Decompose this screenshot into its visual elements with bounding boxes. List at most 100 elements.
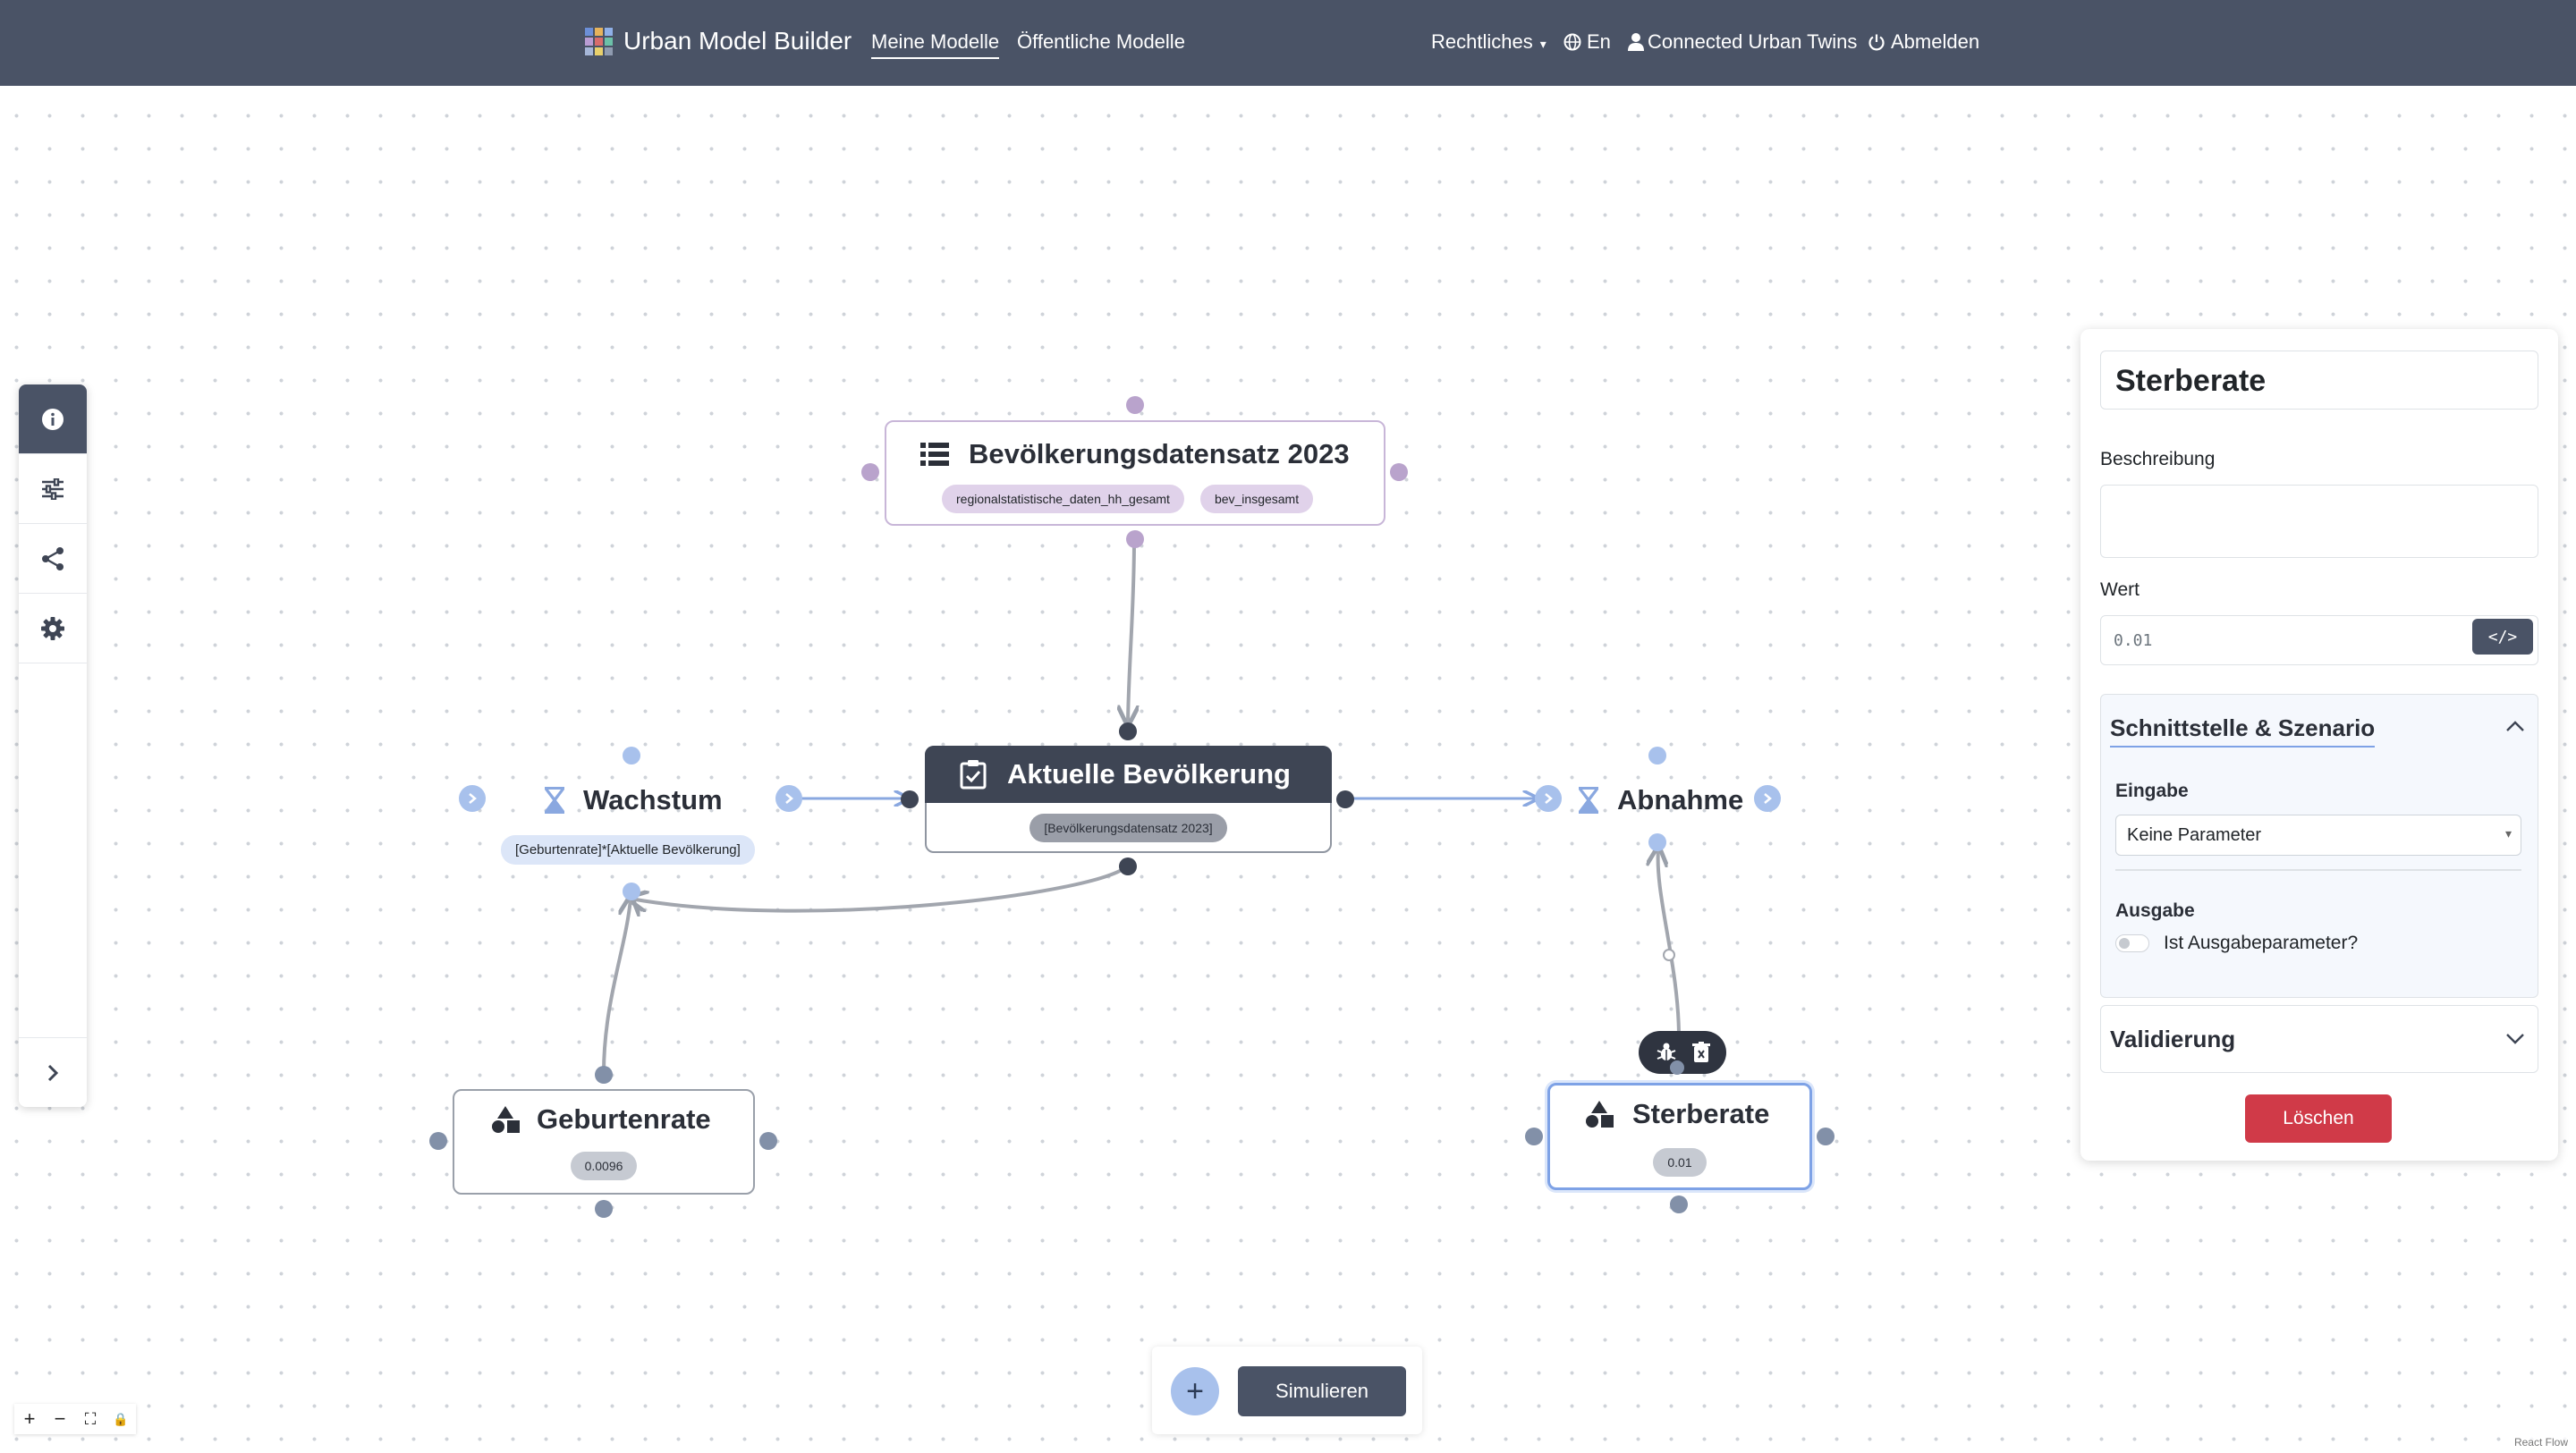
chevron-right-icon bbox=[47, 1064, 59, 1081]
node-name-input[interactable]: Sterberate bbox=[2100, 351, 2538, 410]
chevron-right-icon bbox=[1764, 793, 1772, 804]
caret-down-icon: ▾ bbox=[2504, 826, 2512, 841]
description-label: Beschreibung bbox=[2100, 449, 2216, 469]
outflow-source-handle[interactable] bbox=[1535, 785, 1562, 812]
simulate-button[interactable]: Simulieren bbox=[1238, 1366, 1406, 1416]
chevron-right-icon bbox=[785, 793, 793, 804]
language-label: En bbox=[1587, 30, 1611, 53]
zoom-in-button[interactable]: + bbox=[23, 1407, 36, 1430]
dataset-handle-bottom[interactable] bbox=[1126, 530, 1144, 548]
list-icon bbox=[920, 443, 949, 466]
nav-logout[interactable]: Abmelden bbox=[1868, 30, 1979, 54]
birthrate-handle-left[interactable] bbox=[429, 1132, 447, 1150]
deathrate-handle-left[interactable] bbox=[1525, 1128, 1543, 1145]
output-parameter-toggle[interactable] bbox=[2115, 934, 2149, 952]
nav-user[interactable]: Connected Urban Twins bbox=[1628, 30, 1857, 54]
output-label: Ausgabe bbox=[2115, 900, 2195, 921]
birthrate-node[interactable]: Geburtenrate 0.0096 bbox=[453, 1089, 755, 1195]
interface-accordion-header[interactable]: Schnittstelle & Szenario bbox=[2101, 695, 2538, 757]
info-icon bbox=[42, 408, 64, 430]
output-toggle-label: Ist Ausgabeparameter? bbox=[2164, 933, 2359, 953]
birthrate-handle-bottom[interactable] bbox=[595, 1200, 613, 1218]
flow-controls: + − ⛶ 🔒 bbox=[14, 1404, 136, 1434]
stock-handle-bottom[interactable] bbox=[1119, 857, 1137, 875]
nav-public-models[interactable]: Öffentliche Modelle bbox=[1017, 30, 1185, 53]
nav-language[interactable]: En bbox=[1563, 30, 1611, 54]
deathrate-handle-right[interactable] bbox=[1817, 1128, 1835, 1145]
birthrate-handle-right[interactable] bbox=[759, 1132, 777, 1150]
inflow-node[interactable]: Wachstum bbox=[544, 784, 723, 816]
add-node-button[interactable]: + bbox=[1171, 1367, 1219, 1415]
dataset-handle-right[interactable] bbox=[1390, 463, 1408, 481]
dataset-node[interactable]: Bevölkerungsdatensatz 2023 regionalstati… bbox=[885, 420, 1385, 526]
chevron-down-icon bbox=[2506, 1034, 2524, 1044]
nav-legal-dropdown[interactable]: Rechtliches ▾ bbox=[1431, 30, 1546, 54]
edge-dataset-to-stock bbox=[1128, 538, 1134, 722]
dataset-handle-left[interactable] bbox=[861, 463, 879, 481]
nav-my-models[interactable]: Meine Modelle bbox=[871, 30, 1000, 59]
caret-down-icon: ▾ bbox=[1539, 37, 1546, 51]
deathrate-handle-top[interactable] bbox=[1670, 1060, 1684, 1075]
inflow-handle-bottom[interactable] bbox=[623, 883, 640, 900]
code-icon: </> bbox=[2487, 627, 2518, 646]
brand-name: Urban Model Builder bbox=[623, 27, 852, 55]
inflow-handle-top[interactable] bbox=[623, 747, 640, 765]
value-label: Wert bbox=[2100, 579, 2140, 600]
dataset-tag: bev_insgesamt bbox=[1199, 485, 1314, 513]
shapes-icon bbox=[492, 1106, 520, 1133]
fit-view-button[interactable]: ⛶ bbox=[84, 1409, 97, 1428]
inflow-title: Wachstum bbox=[583, 784, 723, 815]
outflow-node[interactable]: Abnahme bbox=[1578, 784, 1743, 816]
code-editor-button[interactable]: </> bbox=[2472, 619, 2533, 655]
dataset-title: Bevölkerungsdatensatz 2023 bbox=[969, 438, 1350, 469]
hourglass-icon bbox=[545, 787, 564, 814]
lock-button[interactable]: 🔒 bbox=[113, 1411, 129, 1426]
delete-node-icon[interactable] bbox=[1691, 1042, 1710, 1063]
stock-handle-right[interactable] bbox=[1336, 790, 1354, 808]
outflow-handle-top[interactable] bbox=[1648, 747, 1666, 765]
debug-icon[interactable] bbox=[1656, 1042, 1677, 1063]
dataset-handle-top[interactable] bbox=[1126, 396, 1144, 414]
stock-handle-left[interactable] bbox=[901, 790, 919, 808]
deathrate-handle-bottom[interactable] bbox=[1670, 1195, 1688, 1213]
stock-node[interactable]: Aktuelle Bevölkerung [Bevölkerungsdatens… bbox=[925, 746, 1332, 853]
zoom-out-button[interactable]: − bbox=[54, 1407, 66, 1430]
stock-tag: [Bevölkerungsdatensatz 2023] bbox=[1030, 814, 1227, 842]
deathrate-node[interactable]: Sterberate 0.01 bbox=[1547, 1083, 1812, 1190]
attribution-link[interactable]: React Flow bbox=[2511, 1436, 2571, 1449]
user-label: Connected Urban Twins bbox=[1648, 30, 1858, 53]
inflow-source-handle[interactable] bbox=[459, 785, 486, 812]
sidebar-info-button[interactable] bbox=[19, 384, 87, 454]
outflow-handle-bottom[interactable] bbox=[1648, 833, 1666, 851]
divider bbox=[2115, 869, 2521, 871]
description-textarea[interactable] bbox=[2100, 485, 2538, 558]
globe-icon bbox=[1563, 33, 1581, 51]
chevron-up-icon bbox=[2506, 721, 2524, 731]
deathrate-value: 0.01 bbox=[1653, 1148, 1707, 1177]
sliders-icon bbox=[42, 477, 64, 500]
user-icon bbox=[1628, 33, 1644, 51]
sidebar-settings-button[interactable] bbox=[19, 594, 87, 663]
legal-label: Rechtliches bbox=[1431, 30, 1533, 53]
validation-accordion[interactable]: Validierung bbox=[2100, 1005, 2538, 1073]
delete-button[interactable]: Löschen bbox=[2245, 1094, 2392, 1143]
sidebar-parameters-button[interactable] bbox=[19, 454, 87, 524]
properties-panel: Sterberate Beschreibung Wert 0.01 </> Sc… bbox=[2080, 329, 2558, 1161]
chevron-right-icon bbox=[469, 793, 477, 804]
power-icon bbox=[1868, 34, 1885, 51]
clipboard-check-icon bbox=[960, 760, 987, 790]
edge-stock-to-inflow bbox=[631, 864, 1130, 913]
deathrate-title: Sterberate bbox=[1632, 1098, 1770, 1129]
inflow-target-handle[interactable] bbox=[775, 785, 802, 812]
input-parameter-select[interactable]: Keine Parameter ▾ bbox=[2115, 815, 2521, 856]
sidebar-expand-button[interactable] bbox=[19, 1037, 87, 1107]
birthrate-handle-top[interactable] bbox=[595, 1066, 613, 1084]
brand[interactable]: Urban Model Builder bbox=[585, 27, 852, 55]
birthrate-value: 0.0096 bbox=[570, 1152, 638, 1180]
stock-handle-top[interactable] bbox=[1119, 722, 1137, 740]
value-input[interactable]: 0.01 bbox=[2100, 615, 2538, 665]
sidebar-share-button[interactable] bbox=[19, 524, 87, 594]
gear-icon bbox=[41, 616, 64, 640]
outflow-target-handle[interactable] bbox=[1754, 785, 1781, 812]
